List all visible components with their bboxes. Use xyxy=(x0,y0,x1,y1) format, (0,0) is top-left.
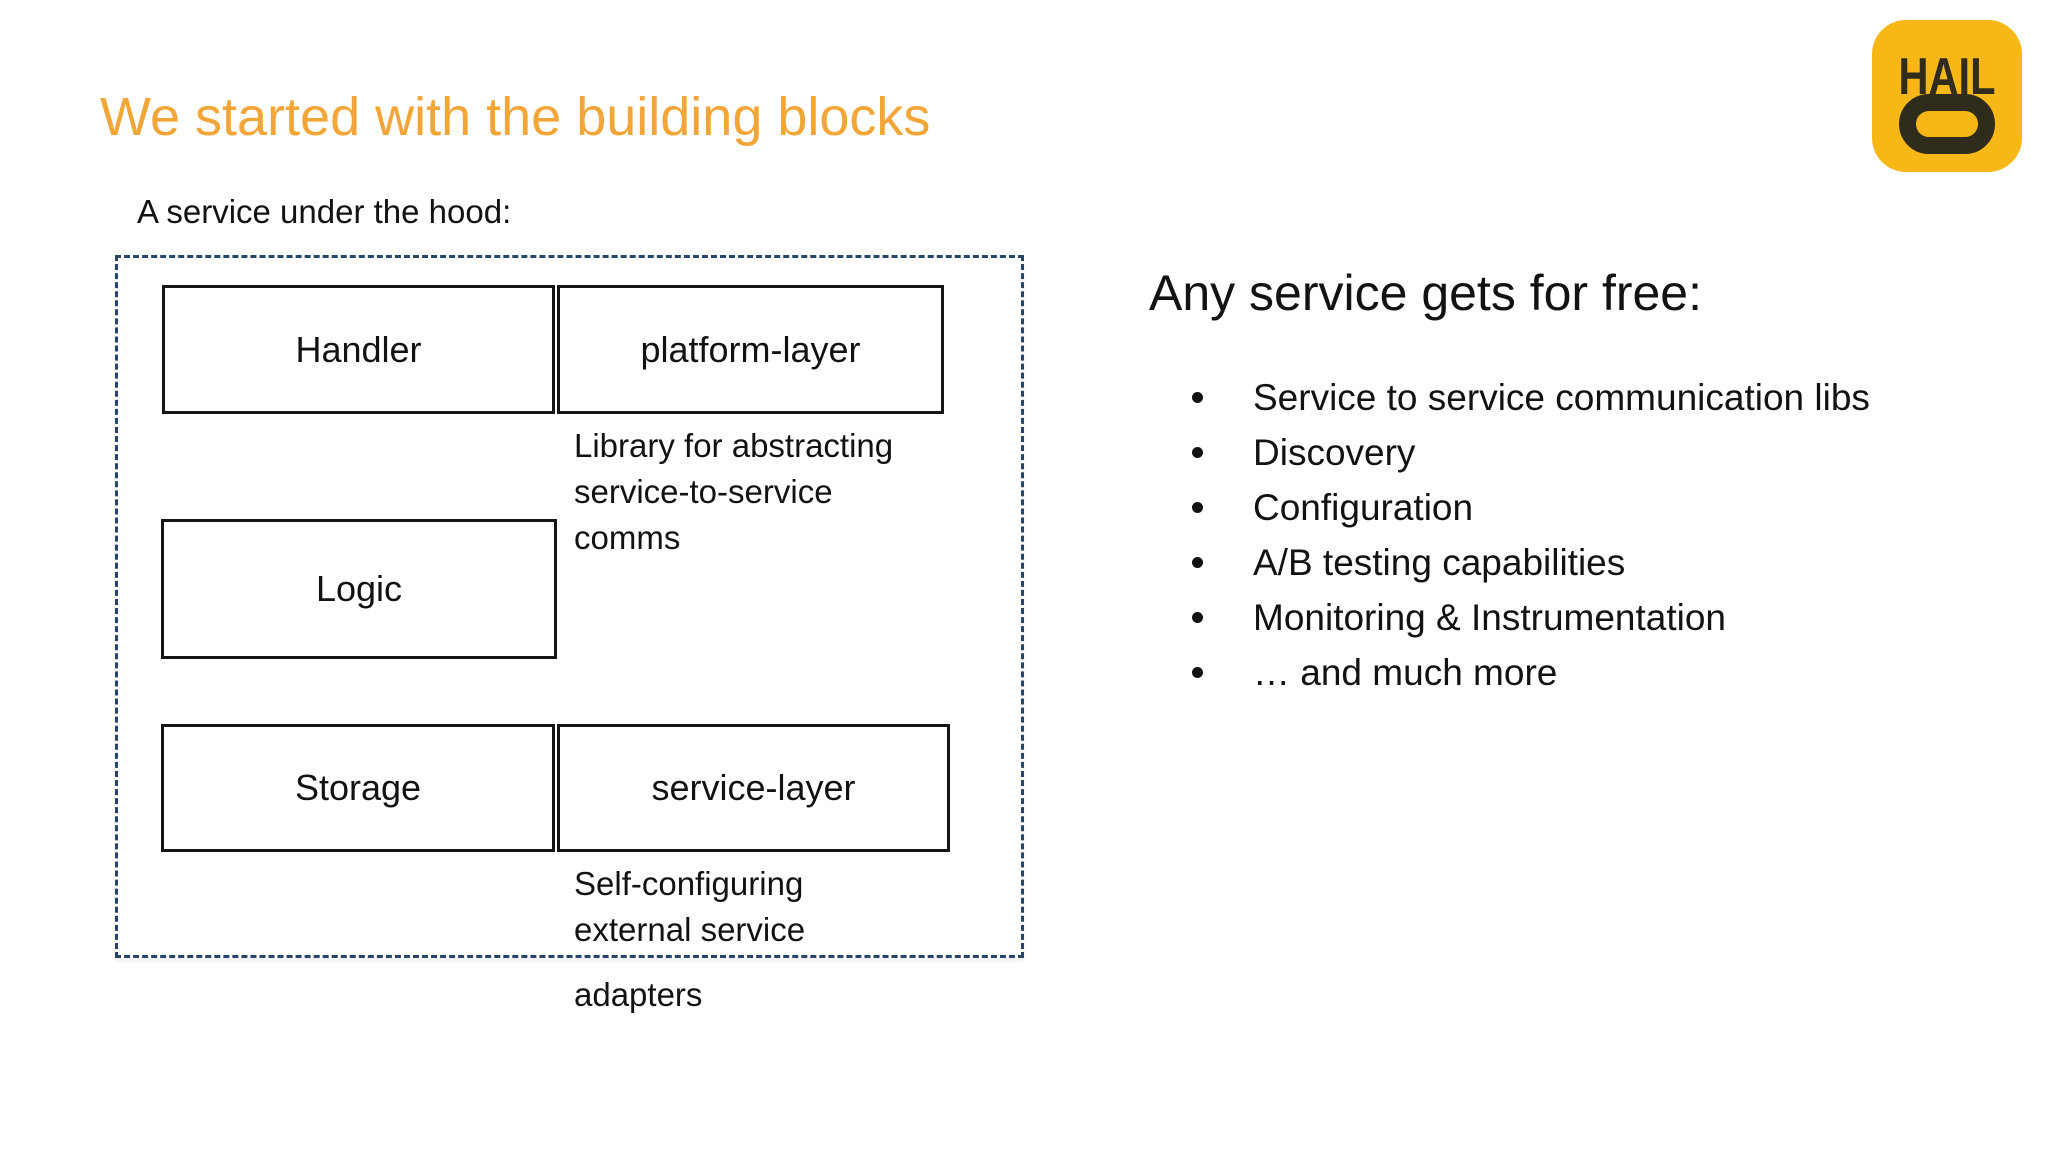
benefit-item: Configuration xyxy=(1192,480,1892,535)
handler-block: Handler xyxy=(162,285,555,414)
logic-block: Logic xyxy=(161,519,557,659)
storage-block: Storage xyxy=(161,724,555,852)
service-layer-note: Self-configuring external service adapte… xyxy=(574,861,805,1018)
benefit-item-label: A/B testing capabilities xyxy=(1253,542,1626,583)
benefit-item: Monitoring & Instrumentation xyxy=(1192,590,1892,645)
slide-title: We started with the building blocks xyxy=(100,87,931,147)
hailo-o-icon xyxy=(1899,94,1995,154)
service-note-line: external service xyxy=(574,911,806,948)
benefit-item-label: Configuration xyxy=(1253,487,1474,528)
platform-layer-note: Library for abstracting service-to-servi… xyxy=(574,423,893,561)
hailo-logo: HAIL xyxy=(1872,20,2022,172)
benefits-list: Service to service communication libs Di… xyxy=(1192,370,1892,700)
benefit-item: … and much more xyxy=(1192,645,1892,700)
benefit-item: A/B testing capabilities xyxy=(1192,535,1892,590)
service-architecture-diagram: Handler platform-layer Library for abstr… xyxy=(115,255,1024,1013)
platform-note-line: Library for abstracting xyxy=(574,427,894,464)
benefit-item-label: Discovery xyxy=(1253,432,1416,473)
bullet-dot-icon xyxy=(1192,612,1203,623)
bullet-dot-icon xyxy=(1192,392,1203,403)
benefit-item: Discovery xyxy=(1192,425,1892,480)
benefit-item: Service to service communication libs xyxy=(1192,370,1892,425)
diagram-caption: A service under the hood: xyxy=(137,193,512,230)
benefit-item-label: … and much more xyxy=(1253,652,1558,693)
bullet-dot-icon xyxy=(1192,557,1203,568)
service-note-line: Self-configuring xyxy=(574,865,804,902)
service-layer-block: service-layer xyxy=(557,724,950,852)
platform-layer-block: platform-layer xyxy=(557,285,944,414)
service-note-line: adapters xyxy=(574,976,703,1013)
benefit-item-label: Monitoring & Instrumentation xyxy=(1253,597,1727,638)
bullet-dot-icon xyxy=(1192,667,1203,678)
bullet-dot-icon xyxy=(1192,447,1203,458)
benefit-item-label: Service to service communication libs xyxy=(1253,377,1870,418)
benefits-heading: Any service gets for free: xyxy=(1149,265,1703,321)
platform-note-line: comms xyxy=(574,519,681,556)
bullet-dot-icon xyxy=(1192,502,1203,513)
platform-note-line: service-to-service xyxy=(574,473,833,510)
